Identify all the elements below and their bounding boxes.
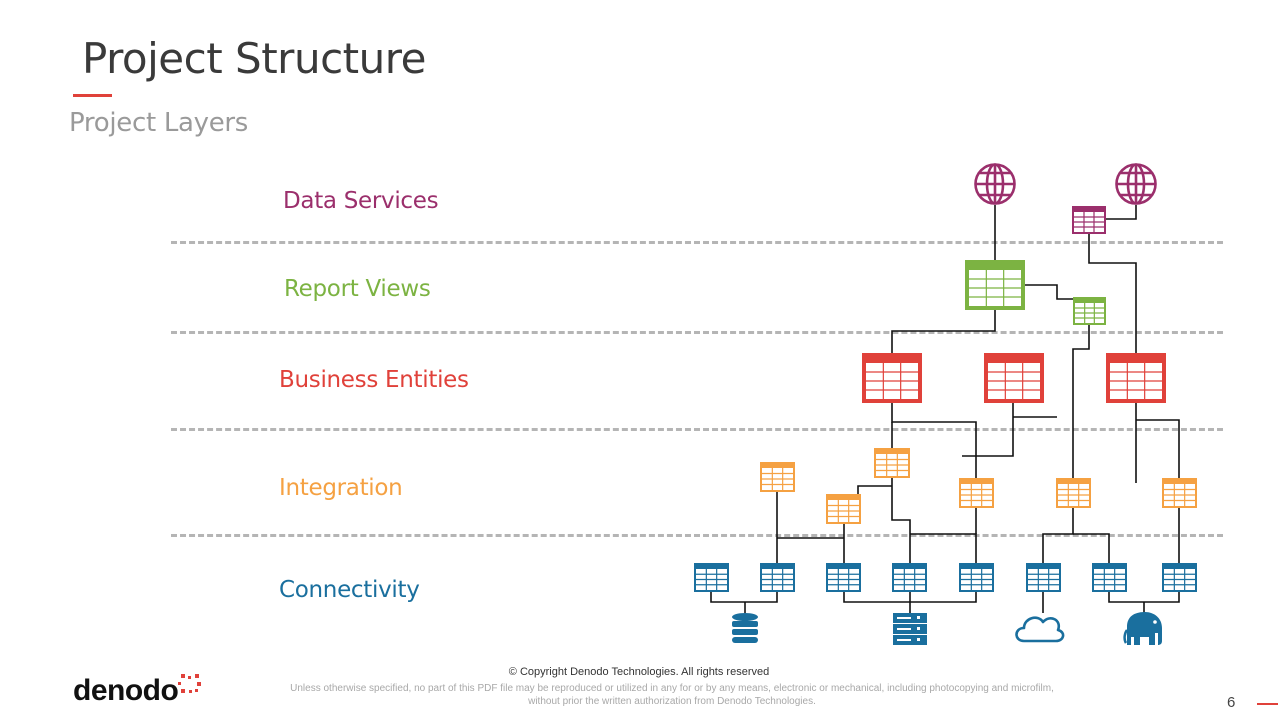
- layer-label-connectivity: Connectivity: [279, 577, 420, 603]
- layer-divider: [171, 241, 1223, 244]
- logo-dots-icon: [178, 674, 201, 693]
- report-view-table-icon: [1073, 297, 1106, 325]
- connectivity-table-icon: [892, 563, 927, 592]
- footer-legal-notice: Unless otherwise specified, no part of t…: [160, 682, 1184, 708]
- footer-legal-line: Unless otherwise specified, no part of t…: [290, 683, 1054, 694]
- integration-table-icon: [826, 494, 861, 524]
- slide-subtitle: Project Layers: [69, 108, 249, 138]
- integration-table-icon: [874, 448, 910, 478]
- layer-label-report-views: Report Views: [284, 276, 431, 302]
- integration-table-icon: [1162, 478, 1197, 508]
- cloud-icon: [1015, 616, 1065, 643]
- connectivity-table-icon: [1162, 563, 1197, 592]
- data-service-table-icon: [1072, 206, 1106, 234]
- server-icon: [893, 613, 927, 645]
- layer-label-business-entities: Business Entities: [279, 367, 469, 393]
- business-entity-table-icon: [984, 353, 1044, 403]
- layer-label-integration: Integration: [279, 475, 403, 501]
- globe-icon: [1115, 163, 1157, 205]
- connectivity-table-icon: [959, 563, 994, 592]
- connectivity-table-icon: [826, 563, 861, 592]
- connectivity-table-icon: [694, 563, 729, 592]
- title-accent-bar: [73, 94, 112, 97]
- connectivity-table-icon: [760, 563, 795, 592]
- integration-table-icon: [760, 462, 795, 492]
- footer-copyright: © Copyright Denodo Technologies. All rig…: [508, 666, 770, 678]
- layer-divider: [171, 428, 1223, 431]
- table-icons: [694, 206, 1197, 592]
- integration-table-icon: [959, 478, 994, 508]
- connectivity-table-icon: [1092, 563, 1127, 592]
- slide-title: Project Structure: [82, 34, 426, 83]
- integration-table-icon: [1056, 478, 1091, 508]
- denodo-logo: denodo: [73, 674, 179, 707]
- database-icon: [732, 613, 758, 643]
- report-view-table-icon: [965, 260, 1025, 310]
- page-number: 6: [1227, 694, 1236, 711]
- globe-icon: [974, 163, 1016, 205]
- connectivity-table-icon: [1026, 563, 1061, 592]
- footer-legal-line: without prior the written authorization …: [528, 696, 816, 707]
- layer-divider: [171, 534, 1223, 537]
- page-number-accent: [1257, 703, 1278, 705]
- layer-label-data-services: Data Services: [283, 188, 439, 214]
- elephant-icon: [1123, 612, 1162, 645]
- layer-divider: [171, 331, 1223, 334]
- connector-lines: [710, 205, 1180, 613]
- business-entity-table-icon: [1106, 353, 1166, 403]
- business-entity-table-icon: [862, 353, 922, 403]
